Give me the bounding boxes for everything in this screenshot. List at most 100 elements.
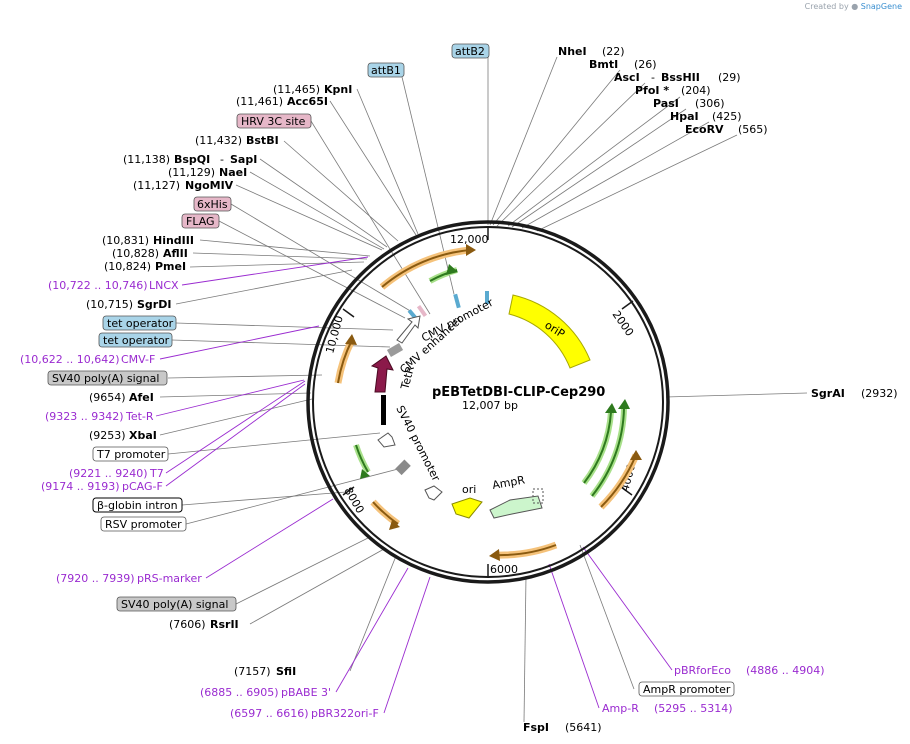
enzyme-pasi-pos: (306)	[695, 97, 725, 110]
enzyme-bmti-pos: (26)	[634, 58, 657, 71]
enzyme-hpai: HpaI	[670, 110, 699, 123]
primer-lncx: LNCX	[149, 279, 179, 292]
plasmid-name: pEBTetDBI-CLIP-Cep290	[432, 385, 605, 400]
enzyme-bspqi-dash: -	[220, 153, 224, 166]
feature-ampr-promoter: AmpR promoter	[643, 683, 731, 696]
enzymes-right: NheI (22) BmtI (26) AscI - BssHII (29) P…	[523, 45, 898, 734]
intron-marker	[381, 395, 386, 425]
enzyme-aflii: AflII	[163, 247, 188, 260]
feature-flag: FLAG	[186, 215, 215, 228]
snapgene-logo-icon: ●	[851, 2, 859, 11]
enzyme-sgrai-pos: (2932)	[861, 387, 898, 400]
enzyme-sgrai: SgrAI	[811, 387, 845, 400]
feature-attb2: attB2	[455, 45, 485, 58]
primer-prs-range: (7920 .. 7939)	[56, 572, 135, 585]
sv40-promoter-arrow	[377, 432, 396, 448]
enzyme-ngomiv-pos: (11,127)	[133, 179, 180, 192]
primer-pbrforeco: pBRforEco	[674, 664, 731, 677]
tick-label-12000: 12,000	[450, 233, 489, 246]
enzyme-hpai-pos: (425)	[712, 110, 742, 123]
credit-brand: SnapGene	[860, 2, 902, 11]
primer-ampr-range: (5295 .. 5314)	[654, 702, 733, 715]
enzyme-fspi: FspI	[523, 721, 549, 734]
tick-label-2000: 2000	[610, 308, 637, 338]
site-markers	[381, 291, 489, 476]
enzyme-sgrdi: SgrDI	[137, 298, 171, 311]
enzyme-bstbi: BstBI	[246, 134, 279, 147]
enzyme-nhei-pos: (22)	[602, 45, 625, 58]
enzyme-hindiii-pos: (10,831)	[102, 234, 149, 247]
enzyme-bstbi-pos: (11,432)	[195, 134, 242, 147]
green-orf-1	[583, 411, 612, 484]
enzyme-asci-dash: -	[651, 71, 655, 84]
green-orf-2	[591, 407, 625, 497]
primer-ampr: Amp-R	[602, 702, 639, 715]
enzyme-pfoi-pos: (204)	[681, 84, 711, 97]
primer-labels: pBRforEco (4886 .. 4904) Amp-R (5295 .. …	[20, 279, 825, 720]
ampr-label: AmpR	[491, 473, 526, 492]
enzyme-pmei: PmeI	[155, 260, 186, 273]
enzyme-xbai: XbaI	[129, 429, 157, 442]
enzyme-sapi: SapI	[230, 153, 257, 166]
tick-label-6000: 6000	[490, 563, 518, 576]
promoter-arrow-lower	[424, 485, 443, 501]
primer-pbr322ori: pBR322ori-F	[311, 707, 379, 720]
feature-t7-promoter: T7 promoter	[96, 448, 166, 461]
enzyme-kpni-pos: (11,465)	[273, 83, 320, 96]
primer-lncx-range: (10,722 .. 10,746)	[48, 279, 148, 292]
enzyme-afei: AfeI	[129, 391, 154, 404]
snapgene-credit: Created by ● SnapGene	[805, 2, 902, 11]
enzyme-ecorv: EcoRV	[685, 123, 724, 136]
leader-lines	[159, 56, 808, 723]
tetr-label: TetR	[398, 364, 417, 391]
feature-attb1: attB1	[371, 64, 401, 77]
arrowhead-green-3	[446, 264, 458, 275]
primer-pcag: pCAG-F	[122, 480, 163, 493]
enzyme-bsshii: BssHII	[661, 71, 700, 84]
ori-arrow	[451, 497, 483, 519]
feature-tet-operator-2: tet operator	[103, 334, 170, 347]
green-orf-4	[355, 444, 369, 473]
enzyme-xbai-pos: (9253)	[89, 429, 126, 442]
enzyme-pfoi: PfoI *	[635, 84, 669, 97]
feature-tet-operator-1: tet operator	[107, 317, 174, 330]
enzyme-asci-pos: (29)	[718, 71, 741, 84]
enzyme-asci: AscI	[614, 71, 640, 84]
feature-sv40-polya-2: SV40 poly(A) signal	[121, 598, 228, 611]
credit-prefix: Created by	[804, 2, 849, 11]
backbone-outer	[306, 220, 670, 584]
tick-marks	[342, 226, 634, 578]
primer-tetr-range: (9323 .. 9342)	[45, 410, 124, 423]
orf-top-bg	[379, 246, 471, 290]
enzyme-rsrii-pos: (7606)	[169, 618, 206, 631]
arrowhead-left	[345, 334, 357, 345]
enzyme-pasi: PasI	[653, 97, 679, 110]
enzyme-fspi-pos: (5641)	[565, 721, 602, 734]
enzyme-naei: NaeI	[219, 166, 247, 179]
enzyme-acc65i: Acc65I	[287, 95, 328, 108]
enzyme-kpni: KpnI	[324, 83, 352, 96]
enzyme-sfii-pos: (7157)	[234, 665, 271, 678]
arrowhead-green-4	[360, 469, 370, 479]
arrowhead-right	[630, 450, 642, 460]
cmv-enhancer-arrow	[396, 315, 421, 344]
plasmid-size: 12,007 bp	[462, 399, 518, 412]
enzyme-naei-pos: (11,129)	[168, 166, 215, 179]
arrowhead-green-2	[618, 399, 630, 409]
orf-lowleft	[372, 501, 399, 525]
enzymes-left: (7157) SfiI (7606) RsrII (9253) XbaI (96…	[86, 83, 352, 678]
primer-tetr: Tet-R	[125, 410, 154, 423]
enzyme-aflii-pos: (10,828)	[112, 247, 159, 260]
primer-pbrforeco-range: (4886 .. 4904)	[746, 664, 825, 677]
arrowhead-lowleft	[389, 520, 400, 530]
ampr-arrow	[489, 495, 543, 519]
enzyme-pmei-pos: (10,824)	[104, 260, 151, 273]
attb-marker-2	[485, 291, 489, 304]
enzyme-ecorv-pos: (565)	[738, 123, 768, 136]
primer-pbabe: pBABE 3'	[281, 686, 331, 699]
enzyme-bmti: BmtI	[589, 58, 618, 71]
boxed-features: attB2 attB1 HRV 3C site 6xHis FLAG tet o…	[47, 43, 735, 697]
enzyme-bspqi-pos: (11,138)	[123, 153, 170, 166]
enzyme-acc65i-pos: (11,461)	[236, 95, 283, 108]
